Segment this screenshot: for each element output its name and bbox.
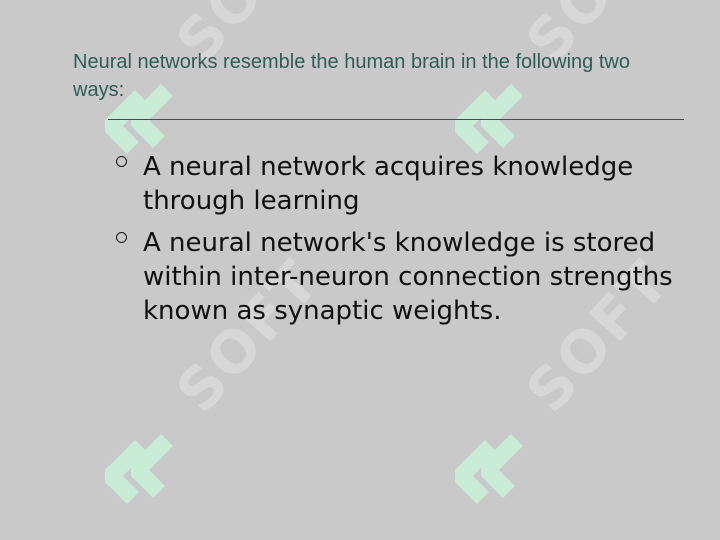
bullet-text: A neural network acquires knowledge thro… (143, 152, 634, 216)
bullet-list: A neural network acquires knowledge thro… (116, 150, 676, 336)
bullet-text: A neural network's knowledge is stored w… (143, 228, 673, 326)
bullet-item: A neural network acquires knowledge thro… (116, 150, 676, 218)
soft-logo-icon (105, 434, 173, 504)
watermark-tile: SOFT (445, 248, 705, 540)
slide-title: Neural networks resemble the human brain… (73, 51, 630, 101)
watermark-tile: SOFT (95, 248, 355, 540)
soft-logo-icon (455, 434, 523, 504)
hollow-circle-bullet-icon (116, 156, 127, 167)
hollow-circle-bullet-icon (116, 232, 127, 243)
bullet-item: A neural network's knowledge is stored w… (116, 226, 676, 328)
title-divider (108, 119, 684, 120)
